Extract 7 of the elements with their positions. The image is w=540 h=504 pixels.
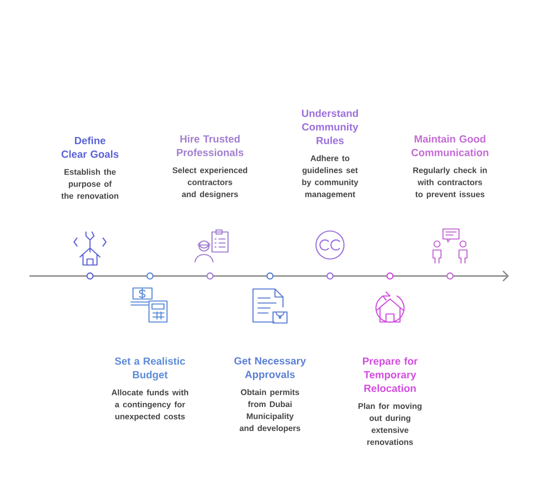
milestone-text: Get Necessary Approvals Obtain permits from Dubai Municipality and developers — [234, 357, 306, 433]
milestone-text: Maintain Good Communication Regularly check in with contractors to prevent issues — [412, 135, 488, 199]
milestone-text: Hire Trusted Professionals Select experienced contractors and designers — [172, 135, 248, 199]
milestone-text: Set a Realistic Budget Allocate funds with a contingency for unexpected costs — [112, 357, 188, 421]
milestone-text: Define Clear Goals Establish the purpose of the renovation — [61, 136, 118, 199]
milestone-text: Understand Community Rules Adhere to guidelines set by community management — [302, 109, 358, 199]
milestone-text: Prepare for Temporary Relocation Plan for moving out during extensive renovations — [358, 357, 422, 445]
